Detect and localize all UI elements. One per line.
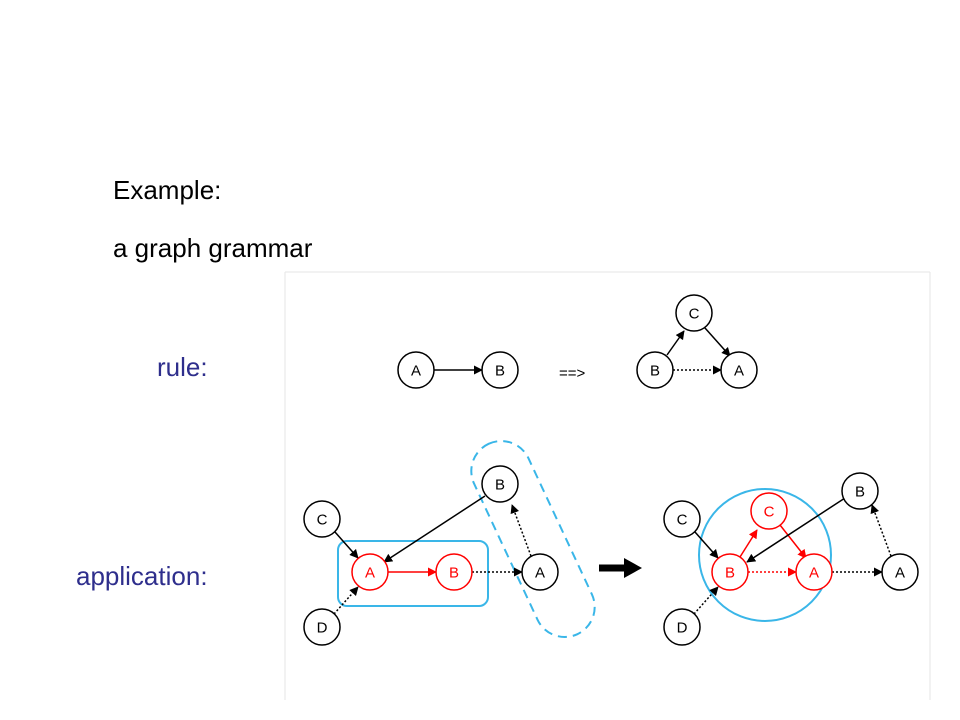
edge-a-to-b-dotted [510,504,532,557]
edge-d-to-b-dotted [693,586,719,615]
node-label: A [895,565,905,582]
node-label: B [495,477,505,494]
figure-frame [284,271,931,700]
edge-b-to-a [383,495,486,563]
graph-node: C [303,500,341,538]
match-circle [698,488,832,622]
application-after: C B A A D C B [663,472,919,646]
graph-node-highlight: A [795,553,833,591]
edge-c-to-a-red [779,524,807,559]
graph-node: B [636,351,674,389]
graph-node: D [663,608,701,646]
slide-subheading: a graph grammar [113,233,313,263]
node-label: B [855,484,865,501]
node-label: A [809,565,819,582]
node-label: C [317,512,328,529]
rule-rhs: C B A [636,294,758,389]
transform-arrow [599,558,642,578]
graph-node-highlight: C [750,492,788,530]
graph-node: D [303,608,341,646]
graph-node: C [663,500,701,538]
graph-node-highlight: A [351,553,389,591]
application-before: C A B A D B [303,440,596,646]
node-label: B [650,363,660,380]
edge-b-to-b [746,497,846,563]
context-box-dashed [470,440,596,638]
match-box [337,540,489,607]
node-label: A [734,363,744,380]
application-label: application: [76,561,208,591]
graph-node: A [521,553,559,591]
node-label: A [535,565,545,582]
edge-c-to-b [694,531,719,559]
node-label: B [725,565,735,582]
edge-b-to-c [666,330,685,356]
graph-node-highlight: B [435,553,473,591]
node-label: C [764,504,775,521]
rule-label: rule: [157,352,208,382]
graph-node: A [720,351,758,389]
node-label: C [689,306,700,323]
rule-lhs: A B [397,351,519,389]
edge-b-to-c-red [739,529,758,558]
node-label: B [449,565,459,582]
node-label: B [495,363,505,380]
edge-c-to-a [334,531,359,559]
graph-node: B [481,351,519,389]
node-label: A [411,363,421,380]
edge-a-to-b-dotted [870,504,892,557]
graph-node-highlight: B [711,553,749,591]
node-label: A [365,565,375,582]
node-label: C [677,512,688,529]
slide-heading: Example: [113,175,222,205]
graph-node: B [841,472,879,510]
graph-node: A [397,351,435,389]
node-label: D [677,620,688,637]
rule-arrow-text: ==> [559,365,586,382]
graph-node: B [481,465,519,503]
node-label: D [317,620,328,637]
edge-c-to-a [704,327,731,357]
graph-node: C [675,294,713,332]
graph-node: A [881,553,919,591]
